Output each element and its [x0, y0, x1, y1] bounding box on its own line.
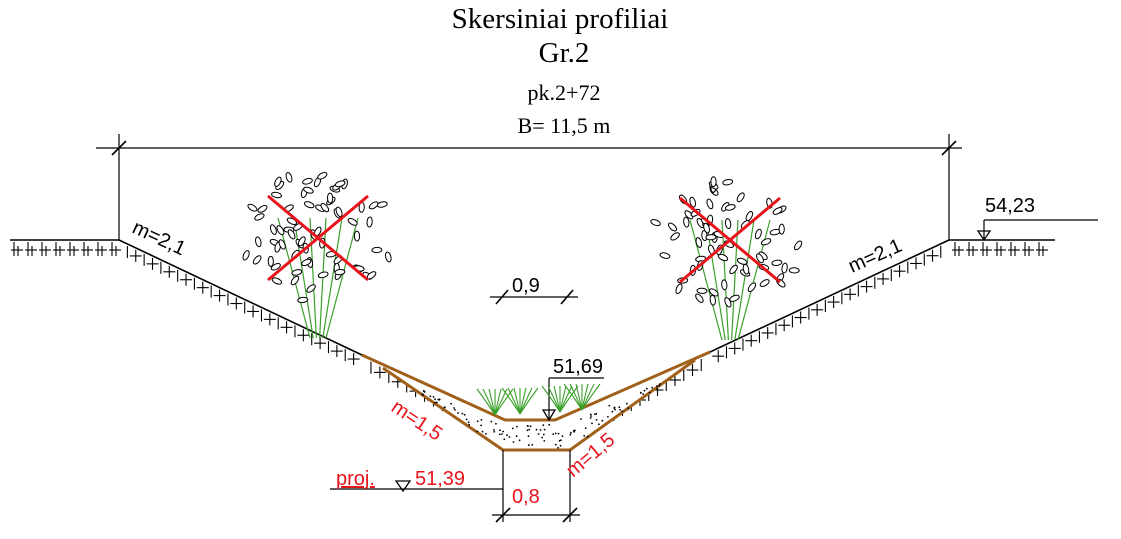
- existing-bottom-dimension: [490, 289, 578, 305]
- ground-left: [10, 239, 121, 256]
- station-label: pk.2+72: [528, 80, 601, 105]
- existing-channel-profile: [118, 239, 950, 441]
- water-elevation-label: 51,69: [553, 356, 603, 378]
- design-elevation-label: 51,39: [415, 468, 465, 490]
- design-prefix-label: proj.: [336, 468, 375, 490]
- tree-right-icon: [650, 176, 803, 341]
- water-level-marker-icon: [541, 377, 604, 422]
- sediment-layer: [361, 350, 711, 452]
- width-label: B= 11,5 m: [518, 113, 611, 138]
- drawing-title: Skersiniai profiliai: [452, 3, 669, 35]
- design-level-marker-icon: [394, 480, 412, 493]
- grass-icon: [476, 383, 601, 416]
- elevation-marker-icon: [976, 219, 1098, 242]
- top-elevation-label: 54,23: [985, 195, 1035, 217]
- ground-right: [949, 239, 1055, 256]
- tree-left-icon: [242, 171, 392, 339]
- group-label: Gr.2: [539, 37, 590, 69]
- slope-existing-left: m=2,1: [129, 217, 189, 261]
- design-profile: [330, 450, 580, 523]
- top-width-dimension: [96, 134, 962, 240]
- existing-bottom-width: 0,9: [512, 275, 540, 297]
- design-bottom-width: 0,8: [512, 486, 540, 508]
